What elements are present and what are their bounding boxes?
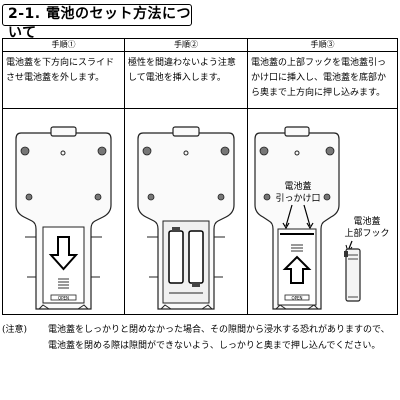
steps-figure-row: OPEN	[2, 108, 398, 315]
caution-text-line-1: 電池蓋をしっかりと閉めなかった場合、その隙間から浸水する恐れがありますので、	[48, 325, 390, 335]
step-1-description: 電池蓋を下方向にスライドさせ電池蓋を外します。	[2, 51, 125, 109]
remote-back-illustration-step-3: 電池蓋 引っかけ口 OPEN 電池蓋 上部フック	[254, 126, 390, 310]
steps-table: 手順① 手順② 手順③ 電池蓋を下方向にスライドさせ電池蓋を外します。 極性を間…	[2, 38, 398, 315]
slot-callout-line-1: 電池蓋	[284, 180, 311, 192]
step-2-figure	[124, 108, 248, 315]
step-3-header: 手順③	[247, 38, 398, 52]
step-3-figure: 電池蓋 引っかけ口 OPEN 電池蓋 上部フック	[247, 108, 398, 315]
battery-cover-label: OPEN	[58, 296, 69, 301]
battery-2	[188, 230, 204, 284]
arrow-up-icon	[282, 255, 312, 284]
caution-text-line-2: 電池蓋を閉める際は隙間ができないよう、しっかりと奥まで押し込んでください。	[48, 341, 381, 351]
hook-callout-line-2: 上部フック	[344, 227, 389, 239]
step-2-description: 極性を間違わないよう注意して電池を挿入します。	[124, 51, 248, 109]
slot-callout-line-2: 引っかけ口	[275, 193, 320, 204]
battery-1	[168, 230, 184, 284]
battery-compartment	[168, 227, 204, 294]
remote-back-illustration-step-1: OPEN	[15, 126, 112, 310]
battery-cover-label: OPEN	[291, 296, 302, 301]
caution-note: (注意) 電池蓋をしっかりと閉めなかった場合、その隙間から浸水する恐れがあります…	[2, 322, 398, 354]
steps-header-row: 手順① 手順② 手順③	[2, 38, 398, 52]
arrow-down-icon	[48, 236, 79, 271]
step-2-header: 手順②	[124, 38, 248, 52]
remote-back-illustration-step-2	[137, 126, 235, 310]
hook-callout-line-1: 電池蓋	[353, 215, 380, 227]
step-3-description: 電池蓋の上部フックを電池蓋引っかけ口に挿入し、電池蓋を底部から奥まで上方向に押し…	[247, 51, 398, 109]
step-1-header: 手順①	[2, 38, 125, 52]
step-1-figure: OPEN	[2, 108, 125, 315]
steps-description-row: 電池蓋を下方向にスライドさせ電池蓋を外します。 極性を間違わないよう注意して電池…	[2, 51, 398, 109]
detached-battery-cover	[344, 240, 361, 302]
slot-pointer-arrows	[282, 204, 314, 230]
section-title: 2-1. 電池のセット方法について	[2, 4, 192, 41]
caution-label: (注意)	[2, 325, 28, 335]
